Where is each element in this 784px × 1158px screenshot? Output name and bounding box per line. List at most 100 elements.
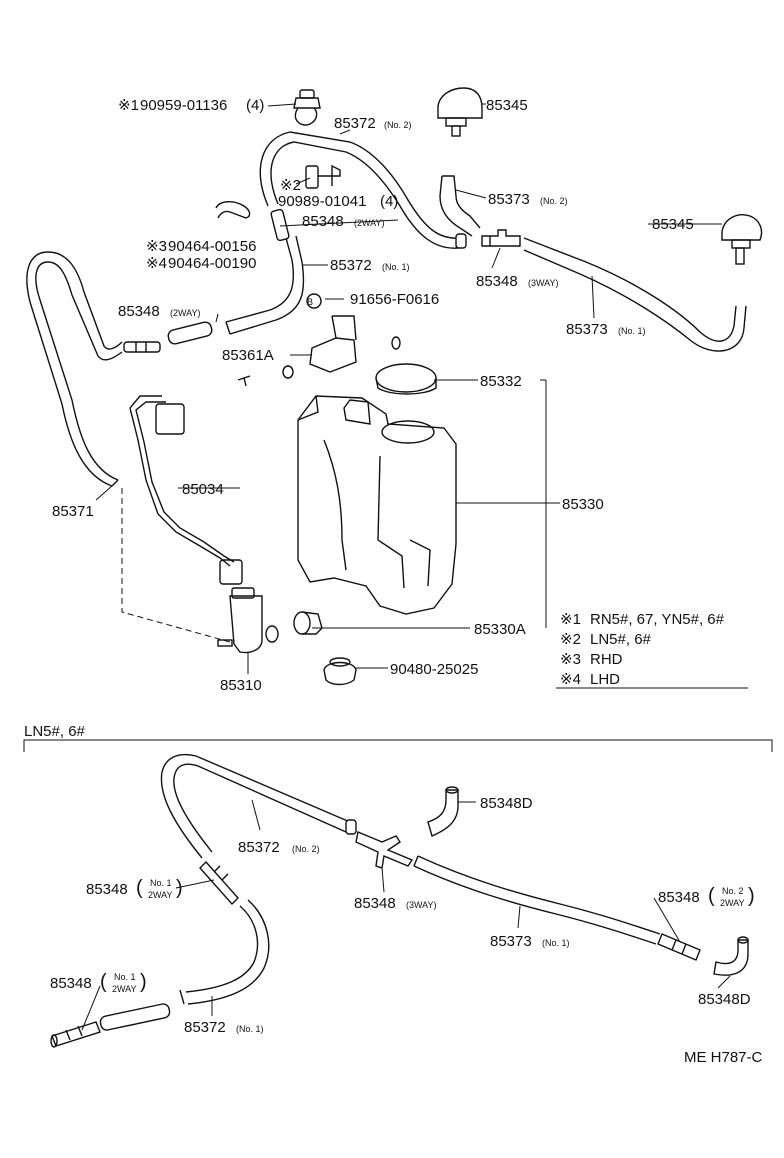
label-b-85348-3way: 85348 [354, 895, 396, 912]
label-b-85348-no1-2way-bottom: 85348 ( No. 1 2WAY ) [50, 971, 147, 994]
label-85348-3way: 85348 [476, 273, 518, 290]
label-85361a: 85361A [222, 347, 274, 364]
clamp-90464 [215, 201, 251, 219]
label-85348-2way-lower-suffix: (2WAY) [170, 308, 201, 318]
label-b-85348-mid-p1: No. 1 [150, 878, 172, 888]
screw-91656 [306, 293, 401, 350]
label-b-85372-no2-suffix: (No. 2) [292, 844, 320, 854]
label-85330a: 85330A [474, 621, 526, 638]
harness-85034 [129, 395, 243, 585]
label-85373-no2: 85373 [488, 191, 530, 208]
label-b-85348-no1-2way-mid: 85348 ( No. 1 2WAY ) [86, 877, 183, 900]
label-b-85348-right-p1: No. 2 [722, 886, 744, 896]
label-90989-qty: (4) [380, 193, 398, 210]
doc-code: ME H787-C [684, 1049, 763, 1066]
legend-text-3: RHD [590, 651, 623, 668]
nozzle-85345-right [721, 214, 763, 265]
hose-85372-no1-bottom [179, 899, 270, 1005]
paren-open-bottom: ( [100, 971, 107, 993]
legend-text-2: LN5#, 6# [590, 631, 652, 648]
hose-85373-no2 [439, 175, 481, 237]
legend-mark-2: ※2 [560, 631, 581, 648]
label-85372-no1: 85372 [330, 257, 372, 274]
marker-3: ※3 [146, 238, 167, 255]
label-90464-00156: 90464-00156 [168, 238, 256, 255]
label-b-85348-right-num: 85348 [658, 889, 700, 906]
label-b-85373-no1-suffix: (No. 1) [542, 938, 570, 948]
elbow-85348d-top [427, 786, 459, 837]
label-90464-00190: 90464-00190 [168, 255, 256, 272]
label-85348-2way-upper: 85348 [302, 213, 344, 230]
label-85348-3way-suffix: (3WAY) [528, 278, 559, 288]
label-b-85348d-top: 85348D [480, 795, 533, 812]
paren-open: ( [136, 877, 143, 899]
label-b-85372-no1-suffix: (No. 1) [236, 1024, 264, 1034]
label-b-85348-right-p2: 2WAY [720, 898, 745, 908]
legend-mark-3: ※3 [560, 651, 581, 668]
label-b-85348-no2-2way: 85348 ( No. 2 2WAY ) [658, 885, 755, 908]
label-b-85348-bottom-num: 85348 [50, 975, 92, 992]
paren-close: ) [176, 877, 183, 899]
marker-2-top: ※2 [280, 177, 301, 194]
label-85310: 85310 [220, 677, 262, 694]
label-90989-01041: 90989-01041 [278, 193, 366, 210]
label-85348-2way-lower: 85348 [118, 303, 160, 320]
hose-85371 [26, 251, 123, 487]
section-label: LN5#, 6# [24, 723, 86, 740]
marker-4: ※4 [146, 255, 167, 272]
legend-text-1: RN5#, 67, YN5#, 6# [590, 611, 725, 628]
connector-85348-no1-2way-mid [199, 860, 239, 906]
grommet-85330a [293, 611, 323, 635]
label-b-85348-bottom-p1: No. 1 [114, 972, 136, 982]
label-85332: 85332 [480, 373, 522, 390]
hose-85372-no2 [259, 131, 467, 249]
tank-85330 [297, 395, 457, 615]
label-91656-f0616: 91656-F0616 [350, 291, 439, 308]
label-85034: 85034 [182, 481, 224, 498]
label-b-85372-no1: 85372 [184, 1019, 226, 1036]
pump-85310 [217, 587, 279, 654]
hose-85373-no1 [523, 237, 747, 352]
connector-85348-no1-2way-bottom [50, 1003, 171, 1048]
label-85345-right: 85345 [652, 216, 694, 233]
hose-85373-no1-bottom [413, 855, 661, 945]
bracket-85361a [237, 315, 357, 387]
cap-85332 [375, 363, 437, 395]
paren-open-right: ( [708, 885, 715, 907]
label-85372-no2: 85372 [334, 115, 376, 132]
hose-85372-no1 [225, 235, 305, 335]
connector-85348-3way-top [481, 229, 521, 247]
paren-close-right: ) [748, 885, 755, 907]
connector-85348-no2-2way [657, 933, 701, 961]
leader-lines-top [95, 103, 748, 689]
label-90959-01136: 90959-01136 [140, 97, 227, 114]
label-90480-25025: 90480-25025 [390, 661, 478, 678]
label-b-85373-no1: 85373 [490, 933, 532, 950]
label-85373-no1: 85373 [566, 321, 608, 338]
label-b-85348d-bottom: 85348D [698, 991, 751, 1008]
label-85372-no1-suffix: (No. 1) [382, 262, 410, 272]
label-b-85372-no2: 85372 [238, 839, 280, 856]
label-90959-qty: (4) [246, 97, 264, 114]
leader-lines-bottom [81, 799, 731, 1031]
label-85348-2way-upper-suffix: (2WAY) [354, 218, 385, 228]
connector-85348-2way-left [123, 321, 213, 353]
label-b-85348-mid-p2: 2WAY [148, 890, 173, 900]
legend: ※1 RN5#, 67, YN5#, 6# ※2 LN5#, 6# ※3 RHD… [560, 611, 725, 688]
label-85371: 85371 [52, 503, 94, 520]
elbow-85348d-bottom [713, 936, 749, 976]
legend-text-4: LHD [590, 671, 620, 688]
label-b-85348-3way-suffix: (3WAY) [406, 900, 437, 910]
section-bracket [23, 739, 773, 752]
label-b-85348-bottom-p2: 2WAY [112, 984, 137, 994]
clip-90959-01136 [293, 89, 321, 126]
legend-mark-1: ※1 [560, 611, 581, 628]
legend-mark-4: ※4 [560, 671, 581, 688]
label-85372-no2-suffix: (No. 2) [384, 120, 412, 130]
label-85373-no1-suffix: (No. 1) [618, 326, 646, 336]
pump-routing-dashes [121, 488, 231, 643]
label-85345-top: 85345 [486, 97, 528, 114]
label-b-85348-mid-num: 85348 [86, 881, 128, 898]
cap-90480 [323, 657, 357, 686]
